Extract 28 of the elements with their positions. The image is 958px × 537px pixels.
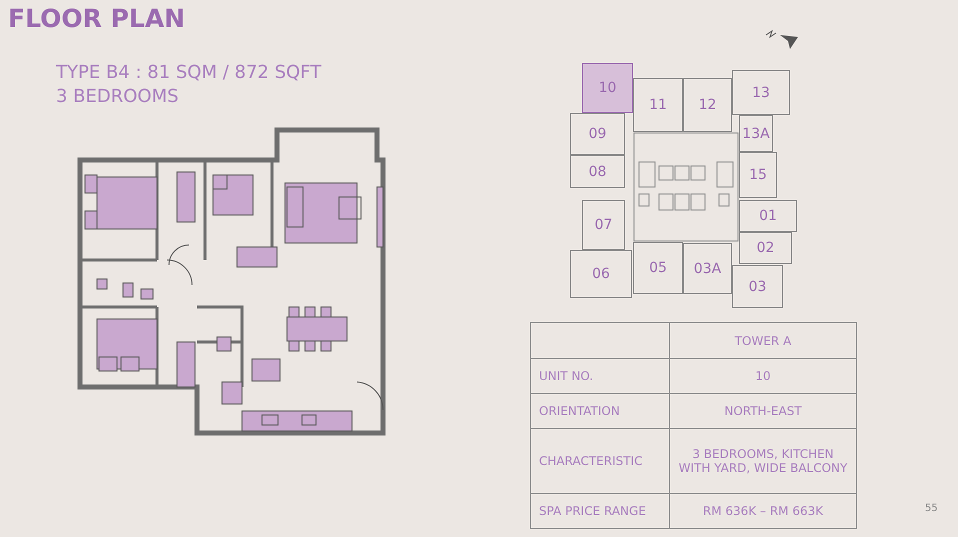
bedroom-count-heading: 3 BEDROOMS — [56, 86, 179, 107]
unit-plot: 11 — [633, 78, 683, 132]
value-cell: NORTH-EAST — [670, 394, 856, 428]
column-header: TOWER A — [670, 322, 856, 358]
unit-plot: 10 — [582, 63, 633, 113]
unit-plot: 09 — [570, 113, 625, 155]
row-label: SPA PRICE RANGE — [530, 494, 670, 528]
unit-plot: 07 — [582, 200, 625, 250]
unit-plot: 03 — [732, 265, 783, 308]
unit-plot: 13 — [732, 70, 790, 115]
value-cell: 10 — [670, 358, 856, 394]
value-cell: 3 BEDROOMS, KITCHEN WITH YARD, WIDE BALCONY — [670, 428, 856, 494]
row-label: UNIT NO. — [530, 358, 670, 394]
unit-plot: 13A — [739, 115, 773, 152]
value-cell: RM 636K – RM 663K — [670, 494, 856, 528]
unit-plot: 03A — [683, 243, 732, 294]
unit-plot: 12 — [683, 78, 732, 132]
unit-plot: 01 — [739, 200, 797, 232]
page-number: 55 — [925, 503, 938, 514]
unit-plot: 15 — [739, 152, 777, 198]
row-label: CHARACTERISTIC — [530, 428, 670, 494]
unit-plot: 06 — [570, 250, 632, 298]
row-label: ORIENTATION — [530, 394, 670, 428]
unit-plot: 02 — [739, 232, 792, 264]
plan-type-heading: TYPE B4 : 81 SQM / 872 SQFT — [56, 62, 322, 83]
unit-plot: 05 — [633, 242, 683, 294]
unit-plot: 08 — [570, 155, 625, 188]
page-title: FLOOR PLAN — [8, 4, 186, 33]
